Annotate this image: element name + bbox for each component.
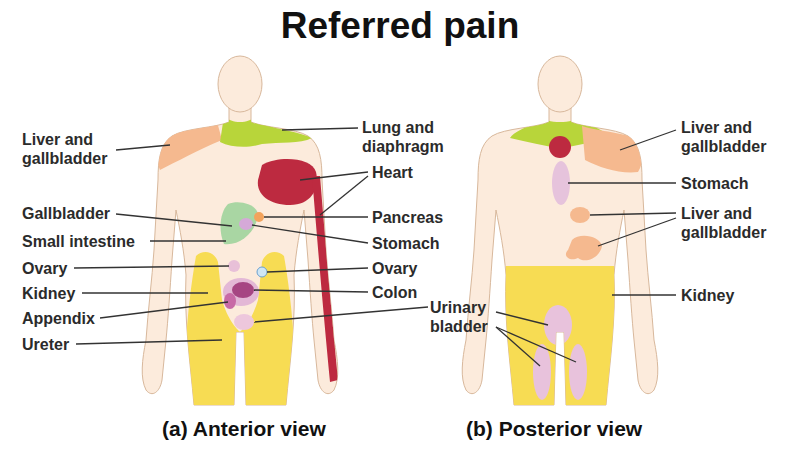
bladder-region bbox=[569, 344, 587, 400]
body-outline bbox=[142, 104, 338, 405]
anterior-figure bbox=[142, 56, 338, 405]
organ-label: Small intestine bbox=[22, 232, 135, 251]
body-outline bbox=[462, 104, 658, 405]
leader-line bbox=[282, 128, 358, 130]
heart-region bbox=[258, 159, 317, 205]
organ-label: Pancreas bbox=[372, 208, 443, 227]
gallbladder-region bbox=[221, 202, 258, 244]
ovary-region bbox=[228, 260, 240, 272]
pancreas-region bbox=[254, 212, 264, 222]
posterior-figure bbox=[462, 56, 658, 405]
leader-line bbox=[254, 307, 428, 322]
organ-label: Lung and diaphragm bbox=[362, 118, 472, 156]
liver-region bbox=[570, 207, 590, 223]
leader-line bbox=[496, 312, 548, 325]
head-outline bbox=[218, 56, 262, 112]
leader-line bbox=[496, 327, 576, 362]
organ-label: Gallbladder bbox=[22, 204, 110, 223]
organ-label: Stomach bbox=[681, 174, 749, 193]
leader-line bbox=[116, 145, 170, 150]
leader-line bbox=[300, 172, 368, 180]
lung-region bbox=[220, 116, 312, 147]
organ-label: Liver and gallbladder bbox=[681, 118, 781, 156]
heart-region bbox=[549, 136, 571, 158]
leader-line bbox=[74, 266, 229, 268]
organ-label: Liver and gallbladder bbox=[681, 204, 781, 242]
leader-line bbox=[620, 130, 676, 150]
organ-label: Ureter bbox=[22, 335, 69, 354]
heart-arm-strip bbox=[312, 176, 338, 382]
organ-label: Urinary bladder bbox=[430, 298, 510, 336]
organ-label: Kidney bbox=[681, 286, 734, 305]
stomach-region bbox=[239, 218, 253, 230]
head-outline bbox=[538, 56, 582, 112]
liver-region bbox=[156, 118, 222, 170]
bladder-region bbox=[234, 314, 254, 330]
organ-label: Appendix bbox=[22, 309, 95, 328]
diagram-title: Referred pain bbox=[0, 4, 800, 48]
appendix-region bbox=[224, 293, 236, 309]
leader-line bbox=[254, 290, 368, 292]
leader-line bbox=[76, 340, 222, 344]
kidney-ureter-region bbox=[184, 252, 296, 405]
leader-line bbox=[150, 240, 226, 241]
leader-line bbox=[496, 327, 540, 366]
leader-line bbox=[267, 268, 368, 272]
leader-line bbox=[612, 294, 676, 295]
liver-region bbox=[582, 126, 643, 172]
organ-label: Ovary bbox=[372, 259, 417, 278]
view-caption: (a) Anterior view bbox=[162, 416, 326, 442]
colon-core bbox=[232, 282, 254, 298]
organ-label: Ovary bbox=[22, 259, 67, 278]
leader-line bbox=[82, 292, 208, 293]
organ-label: Kidney bbox=[22, 284, 75, 303]
organ-label: Liver and gallbladder bbox=[22, 130, 122, 168]
organ-label: Colon bbox=[372, 283, 417, 302]
leader-lines bbox=[74, 128, 676, 366]
ovary-region bbox=[257, 267, 267, 277]
leader-line bbox=[598, 218, 676, 246]
bladder-region bbox=[533, 344, 551, 400]
leader-line bbox=[100, 302, 228, 318]
liver-region bbox=[566, 236, 602, 261]
leader-line bbox=[590, 213, 676, 215]
organ-label: Stomach bbox=[372, 234, 440, 253]
leader-line bbox=[252, 225, 368, 243]
leader-line bbox=[568, 182, 676, 183]
bladder-region bbox=[544, 305, 572, 345]
leader-line bbox=[116, 214, 232, 226]
view-caption: (b) Posterior view bbox=[466, 416, 642, 442]
organ-label: Heart bbox=[372, 163, 413, 182]
leader-line bbox=[320, 176, 368, 215]
leader-line bbox=[264, 216, 368, 217]
stomach-region bbox=[552, 161, 570, 205]
